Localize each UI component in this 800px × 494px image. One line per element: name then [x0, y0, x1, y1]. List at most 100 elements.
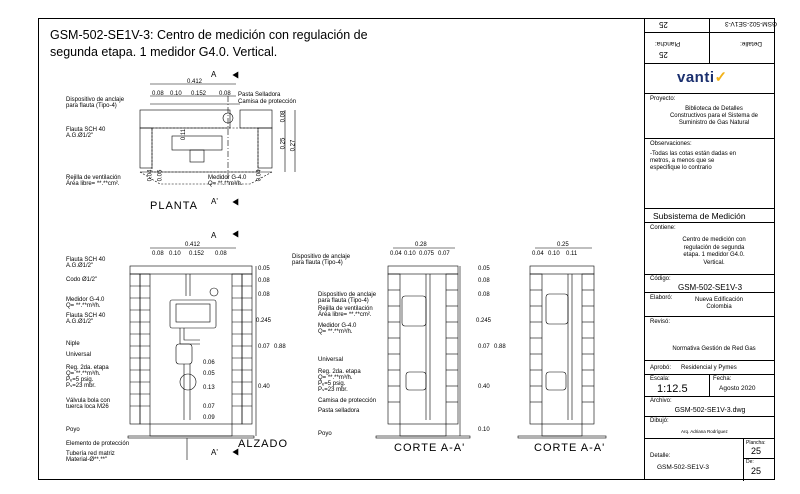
corte-dim-right: 0.10 [478, 427, 490, 433]
planta-dim-right: 0.25 [280, 137, 287, 150]
tb-logo: vanti✓ [645, 63, 775, 93]
corte-dim-top: 0.10 [404, 251, 416, 257]
tb-contiene-line: Vertical. [703, 259, 725, 266]
tb-archivo: Archivo: GSM-502-SE1V-3.dwg [645, 396, 775, 416]
alzado-label-reg: Q= **.**m³/h. [66, 371, 101, 377]
alzado-dim-right: 0.40 [258, 384, 270, 390]
planta-label-dispositivo: para flauta (Tipo-4) [66, 103, 117, 109]
alzado-label-valvula: Válvula bola con [66, 398, 111, 404]
alzado-label-dispositivo: para flauta (Tipo-4) [292, 260, 343, 266]
planta-dim-small: 0.04 [256, 169, 263, 182]
alzado-label-universal: Universal [66, 352, 92, 358]
alzado-dim-inner: 0.06 [203, 360, 215, 366]
alzado-label-poyo: Poyo [66, 427, 80, 433]
corte-dim-top: 0.075 [419, 251, 435, 257]
planta-label-flauta: A.G.Ø1/2" [66, 133, 94, 139]
corte-dim-top: 0.07 [438, 251, 450, 257]
dimension-lines [150, 83, 592, 436]
corte-label-reg: Q= **.**m³/h. [318, 375, 353, 381]
alzado-blocks-right [231, 273, 253, 425]
alzado-label-elemento: Elemento de protección [66, 441, 130, 447]
planta-dim-right: 0.27 [290, 139, 297, 152]
corte-label-medidor: Medidor G-4.0 [318, 323, 357, 329]
tb-de-label: De: [746, 459, 754, 465]
alzado-label-reg: Reg. 2da. etapa [66, 365, 109, 371]
tb-escala-label: Escala: [650, 376, 670, 382]
tb-archivo-label: Archivo: [650, 398, 672, 404]
planta-label-pasta: Pasta Selladora [238, 92, 281, 98]
corte-dim-top: 0.04 [390, 251, 402, 257]
corte-label-poyo: Poyo [318, 431, 332, 437]
alzado-dim-inner: 0.09 [203, 415, 215, 421]
tb-elaboro-line: Nueva Edificación [694, 297, 744, 303]
alzado-label-flauta-b: A.G.Ø1/2" [66, 319, 94, 325]
tb-codigo-value: GSM-502-SE1V-3 [677, 283, 743, 292]
corte-dim-right: 0.07 [478, 344, 490, 350]
tb-rot-plancha-label: Plancha: [655, 40, 681, 47]
tb-codigo-label: Código: [650, 276, 671, 282]
tb-proyecto: Proyecto: Biblioteca de Detalles Constru… [645, 93, 775, 138]
tb-plancha-value: 25 [751, 446, 762, 456]
tb-plancha-label: Plancha: [746, 440, 766, 446]
alzado-label-codo: Codo Ø1/2" [66, 277, 98, 283]
tb-contiene-line: Centro de medición con [682, 237, 746, 243]
planta-dim-top: 0.152 [191, 91, 207, 97]
tb-elaboro-line: Colombia [706, 304, 732, 310]
corte-2-view [517, 265, 607, 439]
title-line-1: GSM-502-SE1V-3: Centro de medición con r… [50, 28, 368, 42]
tb-detalle: Detalle: GSM-502-SE1V-3 Plancha: 25 De: … [645, 438, 775, 481]
alzado-label-valvula: tuerca loca M26 [66, 404, 109, 410]
alzado-label-medidor: Medidor G-4.0 [66, 297, 105, 303]
alzado-label-flauta-b: Flauta SCH 40 [66, 313, 106, 319]
alzado-dim-inner: 0.13 [203, 385, 215, 391]
alzado-dim-right: 0.08 [258, 278, 270, 284]
planta-dim-small: 0.05 [157, 169, 164, 182]
alzado-label-reg: Pₛ=23 mbr. [66, 383, 96, 389]
tb-fecha-value: Agosto 2020 [719, 385, 756, 392]
corte-label-rejilla: Rejilla de ventilación [318, 306, 373, 312]
tb-contiene-label: Contiene: [650, 225, 676, 231]
corte2-dim-top: 0.11 [566, 251, 578, 257]
tb-contiene-line: regulación de segunda [683, 244, 745, 251]
tb-dibujo-value: Arq. Adriana Rodríguez [681, 429, 728, 434]
title-block: GSM-502-SE1V-3 Detalle: 25 Plancha: 25 v… [645, 18, 777, 481]
tb-obs-line: -Todas las cotas están dadas en [650, 151, 737, 157]
tb-rotated-header: GSM-502-SE1V-3 Detalle: 25 Plancha: 25 [645, 18, 777, 63]
section-mark-a-planta: A [211, 70, 217, 79]
tb-reviso: Revisó: Normativa Gestión de Red Gas [645, 316, 775, 360]
alzado-blocks-left [129, 273, 151, 425]
planta-label-rejilla: Área libre= **.**cm². [66, 181, 120, 187]
tb-obs-line: metros, a menos que se [650, 158, 715, 164]
tb-escala-fecha: Escala: 1:12.5 Fecha: Agosto 2020 [645, 374, 775, 397]
planta-dim-top: 0.08 [152, 91, 164, 97]
drawing-area [38, 18, 645, 480]
tb-proyecto-line: Constructivos para el Sistema de [669, 113, 759, 119]
tb-codigo: Código: GSM-502-SE1V-3 [645, 274, 775, 292]
tb-rot-plancha: 25 [659, 20, 668, 29]
tb-escala-value: 1:12.5 [657, 383, 688, 395]
tb-rot-detalle: Detalle: [740, 40, 763, 47]
planta-view [139, 71, 296, 206]
tb-archivo-value: GSM-502-SE1V-3.dwg [674, 407, 746, 414]
planta-label-camisa: Camisa de protección [238, 99, 297, 105]
corte-dim-right: 0.08 [478, 278, 490, 284]
tb-de-value: 25 [751, 466, 762, 476]
tb-dibujo-label: Dibujó: [650, 418, 669, 424]
tb-obs-line: especifique lo contrario [650, 165, 712, 171]
tb-elaboro: Elaboró: Nueva Edificación Colombia [645, 292, 775, 316]
tb-subsistema-text: Subsistema de Medición [653, 211, 746, 221]
corte-dim-right: 0.08 [478, 292, 490, 298]
corte-dim-right: 0.40 [478, 384, 490, 390]
planta-label-dispositivo: Dispositivo de anclaje [66, 97, 125, 103]
alzado-dim-top: 0.152 [189, 251, 205, 257]
view-label-corte-2: CORTE A-A' [534, 442, 606, 454]
view-label-planta: PLANTA [150, 200, 198, 212]
corte-label-pasta: Pasta selladora [318, 408, 360, 414]
tb-fecha-label: Fecha: [713, 376, 732, 382]
corte2-dim-top: 0.10 [548, 251, 560, 257]
tb-proyecto-line: Suministro de Gas Natural [678, 120, 750, 126]
corte-1-view [375, 265, 471, 439]
section-mark-a-alzado: A [211, 231, 217, 240]
tb-elaboro-label: Elaboró: [650, 295, 673, 301]
